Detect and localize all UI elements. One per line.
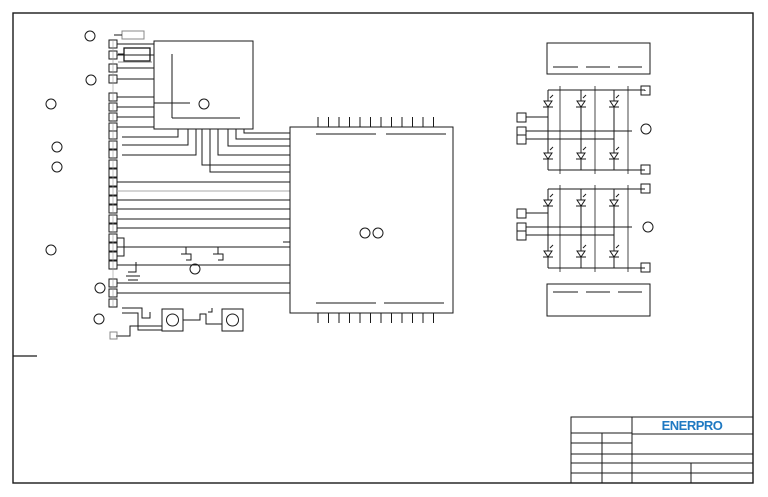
thyristor-icon	[543, 146, 554, 160]
company-logo: ENERPRO	[662, 418, 723, 433]
thyristor-icon	[576, 146, 587, 160]
main-ic	[289, 126, 454, 314]
thyristor-icon	[543, 193, 554, 207]
main-ic-pins	[317, 117, 434, 323]
thyristor-icon	[543, 244, 554, 258]
ic-interconnect	[122, 129, 290, 173]
mounting-hole-icon	[93, 313, 105, 325]
title-block-frame	[570, 416, 754, 484]
mounting-hole-icon	[85, 74, 97, 86]
mounting-hole-icon	[642, 221, 654, 233]
connector-pin-icon	[516, 208, 527, 219]
mounting-holes	[45, 30, 654, 325]
upper-ic	[153, 40, 254, 130]
mounting-hole-icon	[640, 123, 652, 135]
drawing-border	[12, 12, 754, 484]
mounting-hole-icon	[198, 98, 210, 110]
connector-pin-icon	[516, 112, 527, 123]
thyristor-bridges	[516, 86, 646, 272]
thyristor-icon	[609, 94, 620, 108]
title-block: ENERPRO	[570, 416, 754, 484]
thyristor-icon	[576, 244, 587, 258]
thyristor-icon	[576, 193, 587, 207]
thyristor-icon	[609, 244, 620, 258]
connector-pin-icon	[109, 331, 118, 340]
mounting-hole-icon	[51, 141, 63, 153]
upper-power-module	[546, 42, 651, 175]
mounting-hole-icon	[51, 161, 63, 173]
mounting-hole-icon	[189, 263, 201, 275]
left-wire-bus	[112, 40, 290, 307]
relay-component	[161, 308, 184, 332]
thyristor-icon	[609, 146, 620, 160]
upper-heatsink-block	[546, 42, 651, 75]
thyristor-icon	[576, 94, 587, 108]
mounting-hole-icon	[372, 227, 384, 239]
connector-pin-icon	[516, 134, 527, 145]
resistor-component	[121, 30, 145, 40]
lower-heatsink-block	[546, 283, 651, 317]
connector-pin-icon	[516, 230, 527, 241]
lower-power-module	[546, 183, 651, 317]
relay-component	[221, 308, 244, 332]
mounting-hole-icon	[84, 30, 96, 42]
mounting-hole-icon	[359, 227, 371, 239]
upper-ic-block	[153, 40, 254, 130]
bus-wire	[117, 237, 125, 257]
mounting-hole-icon	[94, 282, 106, 294]
lower-switches	[109, 247, 244, 340]
mounting-hole-icon	[45, 98, 57, 110]
top-components	[114, 30, 152, 63]
main-processor-ic	[283, 126, 454, 314]
thyristor-icon	[609, 193, 620, 207]
thyristor-icon	[543, 94, 554, 108]
mounting-hole-icon	[45, 244, 57, 256]
